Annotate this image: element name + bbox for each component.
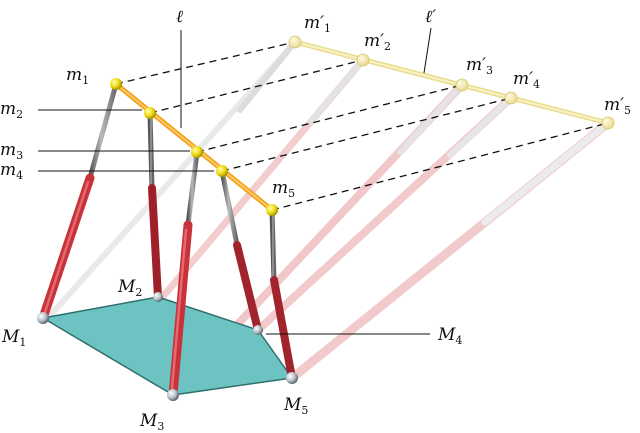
- leg-2: [147, 110, 162, 301]
- projection-dashed-lines: [115, 41, 609, 211]
- label-m1-prime: m′1: [304, 13, 331, 35]
- label-M3: M3: [139, 411, 164, 433]
- joint-m3: [191, 146, 203, 158]
- joint-M5: [286, 372, 298, 384]
- joint-m4: [216, 165, 228, 177]
- label-m1: m1: [66, 65, 89, 87]
- leg-1: [38, 81, 119, 323]
- joint-m1: [110, 78, 122, 90]
- label-line-l: ℓ: [176, 7, 183, 27]
- label-M1: M1: [1, 327, 26, 349]
- joint-m5-prime: [601, 116, 615, 130]
- leg-5: [269, 207, 296, 382]
- joint-m3-prime: [455, 78, 469, 92]
- joint-M4: [253, 325, 263, 335]
- label-m2-prime: m′2: [364, 31, 391, 53]
- leader-lines: [38, 109, 430, 335]
- label-m4: m4: [0, 160, 23, 182]
- joint-M1: [37, 312, 49, 324]
- label-m5: m5: [272, 178, 295, 200]
- label-m2: m2: [0, 99, 23, 121]
- base-platform: [42, 296, 293, 396]
- label-M2: M2: [117, 277, 142, 299]
- leg-4: [219, 168, 262, 334]
- label-m4-prime: m′4: [513, 69, 540, 91]
- joint-m5: [266, 204, 278, 216]
- label-M4: M4: [437, 325, 462, 347]
- joint-m2: [144, 107, 156, 119]
- joint-m1-prime: [288, 35, 302, 49]
- joint-m2-prime: [356, 53, 370, 67]
- label-m5-prime: m′5: [604, 95, 631, 117]
- label-M5: M5: [283, 395, 308, 417]
- line-prime: [288, 35, 615, 130]
- joint-M2: [153, 292, 163, 302]
- label-m3: m3: [0, 140, 23, 162]
- joint-M3: [167, 389, 179, 401]
- line-l-prime-pointer: [423, 27, 432, 74]
- leg-3: [168, 149, 200, 400]
- labels: ℓ ℓ′ m1 m2 m3 m4 m5 m′1 m′2 m′3 m′4 m′5 …: [0, 7, 631, 433]
- ghost-legs: [45, 39, 613, 394]
- joint-m4-prime: [504, 91, 518, 105]
- label-line-l-prime: ℓ′: [425, 7, 436, 27]
- label-m3-prime: m′3: [466, 55, 493, 77]
